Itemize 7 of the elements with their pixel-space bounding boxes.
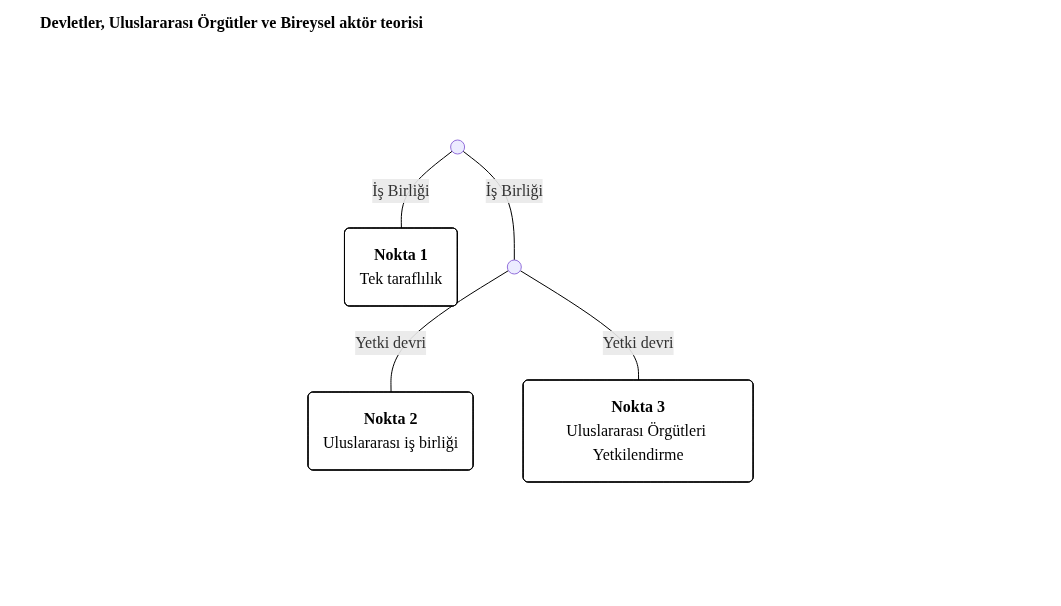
diagram-title: Devletler, Uluslararası Örgütler ve Bireysel aktör teorisi: [39, 13, 424, 34]
edge-label: İş Birliği: [372, 182, 430, 199]
edge-label: Yetki devri: [355, 334, 426, 351]
node-point: [506, 259, 522, 275]
edge-label: İş Birliği: [485, 182, 543, 199]
node-point: [450, 139, 466, 155]
edge-label: Yetki devri: [602, 334, 674, 351]
